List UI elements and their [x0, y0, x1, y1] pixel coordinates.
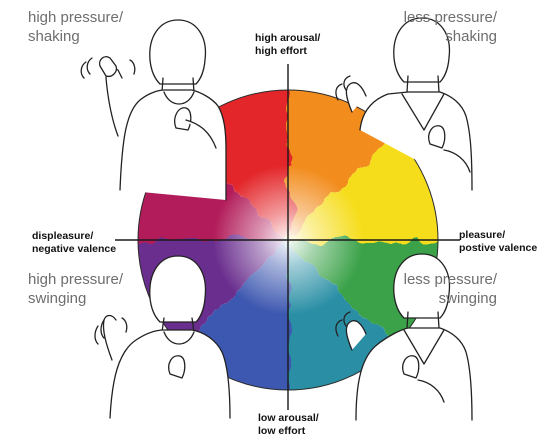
label-less-pressure-shaking: less pressure/ shaking: [404, 8, 497, 46]
axis-label-high-arousal: high arousal/ high effort: [255, 32, 320, 58]
axis-label-displeasure: displeasure/ negative valence: [32, 230, 116, 256]
axis-label-low-arousal: low arousal/ low effort: [258, 412, 319, 438]
label-high-pressure-shaking: high pressure/ shaking: [28, 8, 123, 46]
figure-top-left-icon: [81, 20, 226, 200]
label-high-pressure-swinging: high pressure/ swinging: [28, 270, 123, 308]
axis-label-pleasure: pleasure/ postive valence: [459, 229, 537, 255]
label-less-pressure-swinging: less pressure/ swinging: [404, 270, 497, 308]
